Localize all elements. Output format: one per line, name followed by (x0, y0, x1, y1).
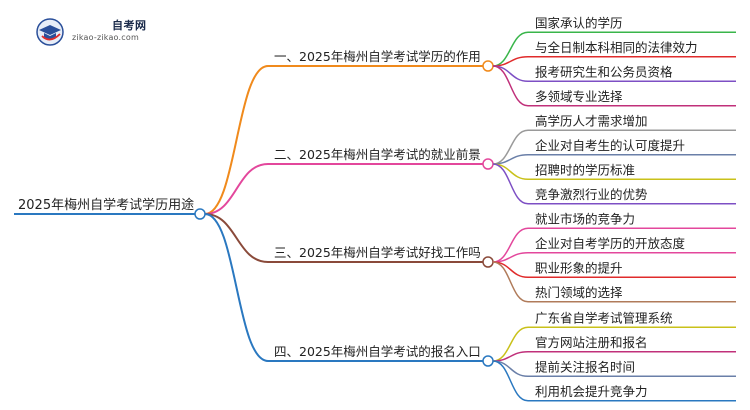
leaf-label: 职业形象的提升 (535, 260, 623, 275)
leaf-label: 热门领域的选择 (535, 285, 623, 300)
branch-connector (204, 213, 269, 362)
branch-label[interactable]: 二、2025年梅州自学考试的就业前景 (274, 147, 481, 162)
leaf-node[interactable]: 官方网站注册和报名 (492, 335, 736, 362)
leaf-node[interactable]: 与全日制本科相同的法律效力 (492, 40, 736, 67)
root-node[interactable]: 2025年梅州自学考试学历用途 (18, 197, 194, 213)
leaf-label: 报考研究生和公务员资格 (535, 64, 673, 79)
leaf-label: 企业对自考学历的开放态度 (535, 236, 686, 251)
leaf-label: 企业对自考生的认可度提升 (535, 138, 685, 153)
branch-connector (204, 65, 269, 215)
logo-url: zikao-zikao.com (72, 33, 139, 42)
branch-2: 二、2025年梅州自学考试的就业前景 高学历人才需求增加企业对自考生的认可度提升招… (204, 113, 736, 215)
leaf-label: 提前关注报名时间 (535, 359, 635, 374)
branch-collapse-toggle[interactable] (482, 256, 494, 268)
leaf-node[interactable]: 多领域专业选择 (492, 65, 736, 107)
leaf-node[interactable]: 热门领域的选择 (492, 261, 736, 303)
branch-connector (204, 163, 269, 215)
leaf-label: 竞争激烈行业的优势 (535, 187, 648, 202)
leaf-node[interactable]: 企业对自考生的认可度提升 (492, 138, 736, 165)
leaf-node[interactable]: 职业形象的提升 (492, 260, 736, 278)
leaf-connector (492, 261, 529, 278)
leaf-label: 利用机会提升竞争力 (535, 384, 648, 399)
leaf-node[interactable]: 报考研究生和公务员资格 (492, 64, 736, 82)
leaf-node[interactable]: 招聘时的学历标准 (492, 162, 736, 180)
branch-connector (204, 213, 269, 263)
leaf-connector (492, 360, 529, 377)
root-collapse-toggle[interactable] (194, 208, 206, 220)
branch-collapse-toggle[interactable] (482, 355, 494, 367)
leaf-connector (492, 163, 529, 180)
leaf-node[interactable]: 企业对自考学历的开放态度 (492, 236, 736, 263)
leaf-connector (492, 65, 529, 107)
logo-title: 自考网 (112, 19, 147, 32)
leaf-connector (492, 360, 529, 402)
leaf-label: 招聘时的学历标准 (535, 162, 635, 177)
leaf-label: 与全日制本科相同的法律效力 (535, 40, 698, 55)
branch-3: 三、2025年梅州自学考试好找工作吗 就业市场的竞争力企业对自考学历的开放态度职业… (204, 211, 736, 303)
leaf-node[interactable]: 利用机会提升竞争力 (492, 360, 736, 402)
leaf-node[interactable]: 竞争激烈行业的优势 (492, 163, 736, 205)
site-logo[interactable]: 自考网 zikao-zikao.com (34, 14, 184, 54)
branch-collapse-toggle[interactable] (482, 60, 494, 72)
leaf-node[interactable]: 广东省自学考试管理系统 (492, 310, 736, 362)
branch-label[interactable]: 三、2025年梅州自学考试好找工作吗 (274, 245, 481, 260)
leaf-label: 官方网站注册和报名 (535, 335, 648, 350)
branch-label[interactable]: 一、2025年梅州自学考试学历的作用 (274, 49, 481, 64)
leaf-node[interactable]: 国家承认的学历 (492, 15, 736, 67)
leaf-node[interactable]: 就业市场的竞争力 (492, 211, 736, 263)
leaf-label: 国家承认的学历 (535, 15, 623, 30)
leaf-node[interactable]: 提前关注报名时间 (492, 359, 736, 377)
branch-1: 一、2025年梅州自学考试学历的作用 国家承认的学历与全日制本科相同的法律效力报考… (204, 15, 736, 215)
leaf-label: 广东省自学考试管理系统 (535, 310, 673, 325)
leaf-label: 就业市场的竞争力 (535, 211, 635, 226)
leaf-label: 高学历人才需求增加 (535, 113, 648, 128)
leaf-connector (492, 261, 529, 303)
leaf-connector (492, 163, 529, 205)
branch-4: 四、2025年梅州自学考试的报名入口 广东省自学考试管理系统官方网站注册和报名提前… (204, 213, 736, 402)
branch-collapse-toggle[interactable] (482, 158, 494, 170)
graduation-cap-icon (36, 18, 64, 46)
leaf-connector (492, 65, 529, 82)
leaf-label: 多领域专业选择 (535, 89, 623, 104)
branch-label[interactable]: 四、2025年梅州自学考试的报名入口 (274, 344, 481, 359)
